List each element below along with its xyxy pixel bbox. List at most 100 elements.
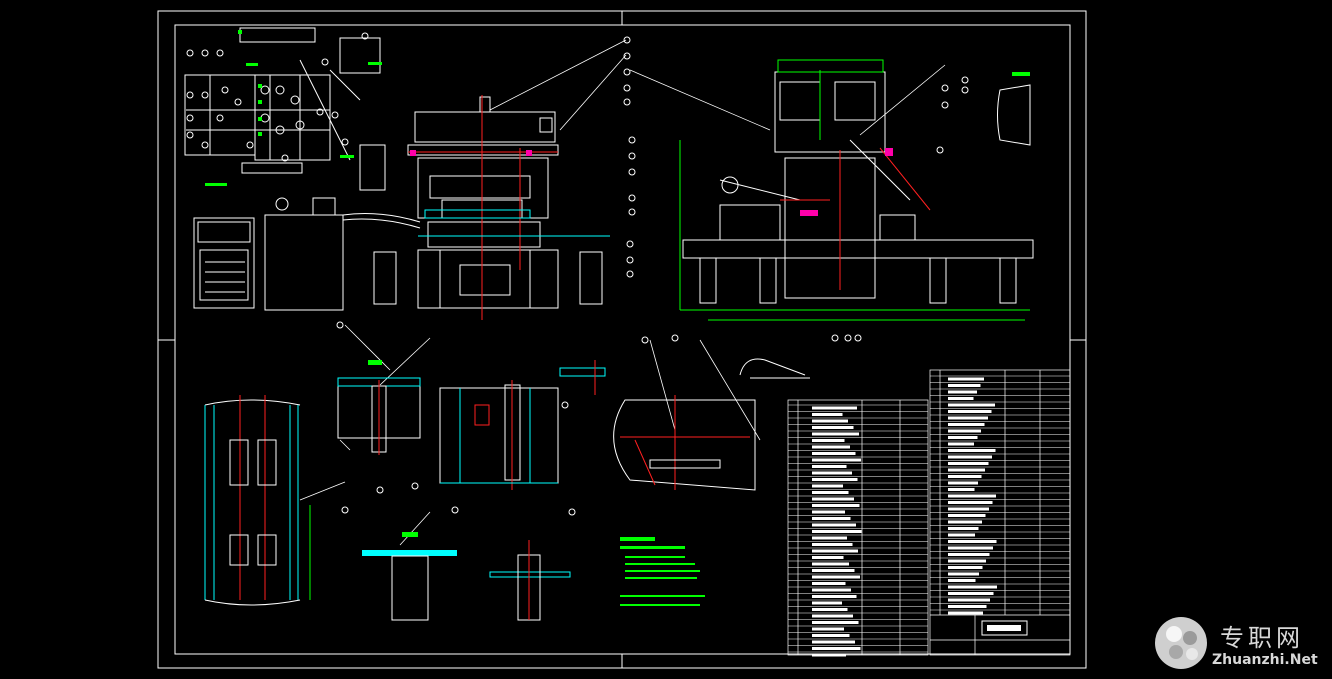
side-view-magenta — [800, 148, 893, 216]
table-cell-text — [948, 572, 979, 576]
detail-long-view — [204, 395, 311, 606]
table-cell-text — [948, 566, 983, 569]
table-cell-text — [948, 468, 985, 472]
watermark-text-cn: 专职网 — [1220, 624, 1304, 652]
balloons — [336, 36, 969, 516]
table-cell-text — [948, 533, 975, 537]
table-cell-text — [948, 507, 989, 511]
table-cell-text — [948, 390, 977, 394]
table-cell-text — [948, 527, 979, 530]
press-red-centerlines — [408, 95, 558, 320]
table-cell-text — [812, 530, 862, 533]
table-cell-text — [948, 397, 974, 400]
table-cell-text — [948, 488, 975, 491]
table-cell-text — [812, 478, 858, 481]
table-cell-text — [812, 452, 856, 455]
table-cell-text — [812, 517, 851, 520]
table-cell-text — [812, 491, 849, 494]
table-cell-text — [812, 556, 844, 559]
side-view-green-dims — [679, 59, 1030, 321]
watermark-text-en: Zhuanzhi.Net — [1212, 652, 1318, 668]
leader-lines — [299, 39, 946, 546]
control-cabinet — [193, 217, 255, 309]
oil-tank — [264, 197, 421, 311]
table-cell-text — [812, 595, 857, 598]
detail-section-a — [337, 360, 421, 455]
table-cell-text — [948, 494, 996, 498]
table-cell-text — [948, 585, 997, 589]
table-cell-text — [948, 475, 982, 478]
table-cell-text — [812, 640, 855, 644]
technical-notes — [620, 537, 705, 606]
table-cell-text — [948, 559, 986, 563]
table-cell-text — [812, 504, 860, 507]
table-cell-text — [812, 549, 858, 553]
detail-section-d — [613, 395, 756, 491]
side-view-red — [780, 147, 931, 290]
table-cell-text — [812, 465, 847, 468]
table-cell-text — [812, 575, 860, 579]
table-cell-text — [948, 605, 987, 608]
table-cell-text — [812, 471, 852, 475]
detail-bottom-2 — [489, 540, 571, 621]
detail-bottom-1 — [362, 532, 457, 621]
table-cell-text — [812, 634, 850, 637]
table-cell-text — [812, 510, 845, 514]
table-cell-text — [948, 429, 981, 433]
table-cell-text — [948, 611, 983, 615]
table-cell-text — [812, 406, 857, 410]
table-cell-text — [948, 377, 984, 381]
table-cell-text — [812, 523, 856, 527]
table-cell-text — [812, 653, 846, 657]
table-cell-text — [812, 608, 848, 611]
table-cell-text — [948, 449, 996, 452]
logo-sphere-icon — [1155, 617, 1207, 669]
table-cell-text — [812, 562, 849, 566]
parts-list-rows — [788, 375, 1070, 657]
table-cell-text — [812, 621, 859, 624]
table-cell-text — [812, 536, 847, 540]
table-cell-text — [812, 582, 846, 585]
table-cell-text — [812, 497, 854, 501]
table-cell-text — [948, 598, 990, 602]
watermark: 专职网 Zhuanzhi.Net — [1150, 612, 1330, 674]
table-cell-text — [812, 543, 853, 546]
table-cell-text — [812, 426, 854, 429]
table-cell-text — [812, 569, 855, 572]
schematic-green-tags — [205, 30, 382, 186]
title-block — [981, 620, 1028, 636]
inner-frame — [174, 24, 1071, 655]
table-cell-text — [812, 647, 861, 650]
table-cell-text — [948, 462, 989, 465]
table-cell-text — [948, 442, 974, 446]
press-cyan-parts — [418, 209, 610, 237]
hydraulic-schematic — [184, 27, 386, 191]
schematic-circles — [186, 32, 369, 162]
table-cell-text — [948, 455, 992, 459]
far-right-detail — [997, 72, 1031, 146]
table-cell-text — [812, 627, 844, 631]
table-cell-text — [812, 432, 859, 436]
table-cell-text — [948, 553, 990, 556]
table-cell-text — [948, 540, 997, 543]
table-cell-text — [812, 588, 851, 592]
table-cell-text — [948, 403, 995, 407]
support-legs-left — [373, 251, 603, 305]
table-cell-text — [948, 579, 976, 582]
table-cell-text — [812, 614, 853, 618]
table-cell-text — [812, 458, 861, 462]
hook-detail — [739, 358, 810, 379]
table-cell-text — [948, 423, 985, 426]
table-cell-text — [812, 413, 843, 416]
table-cell-text — [812, 484, 843, 488]
press-front-view — [407, 96, 559, 309]
table-cell-text — [948, 436, 978, 439]
table-cell-text — [948, 501, 993, 504]
table-cell-text — [948, 546, 993, 550]
table-cell-text — [812, 439, 845, 442]
table-cell-text — [948, 384, 981, 387]
table-cell-text — [948, 592, 994, 595]
table-cell-text — [812, 445, 850, 449]
detail-section-c — [559, 360, 606, 395]
